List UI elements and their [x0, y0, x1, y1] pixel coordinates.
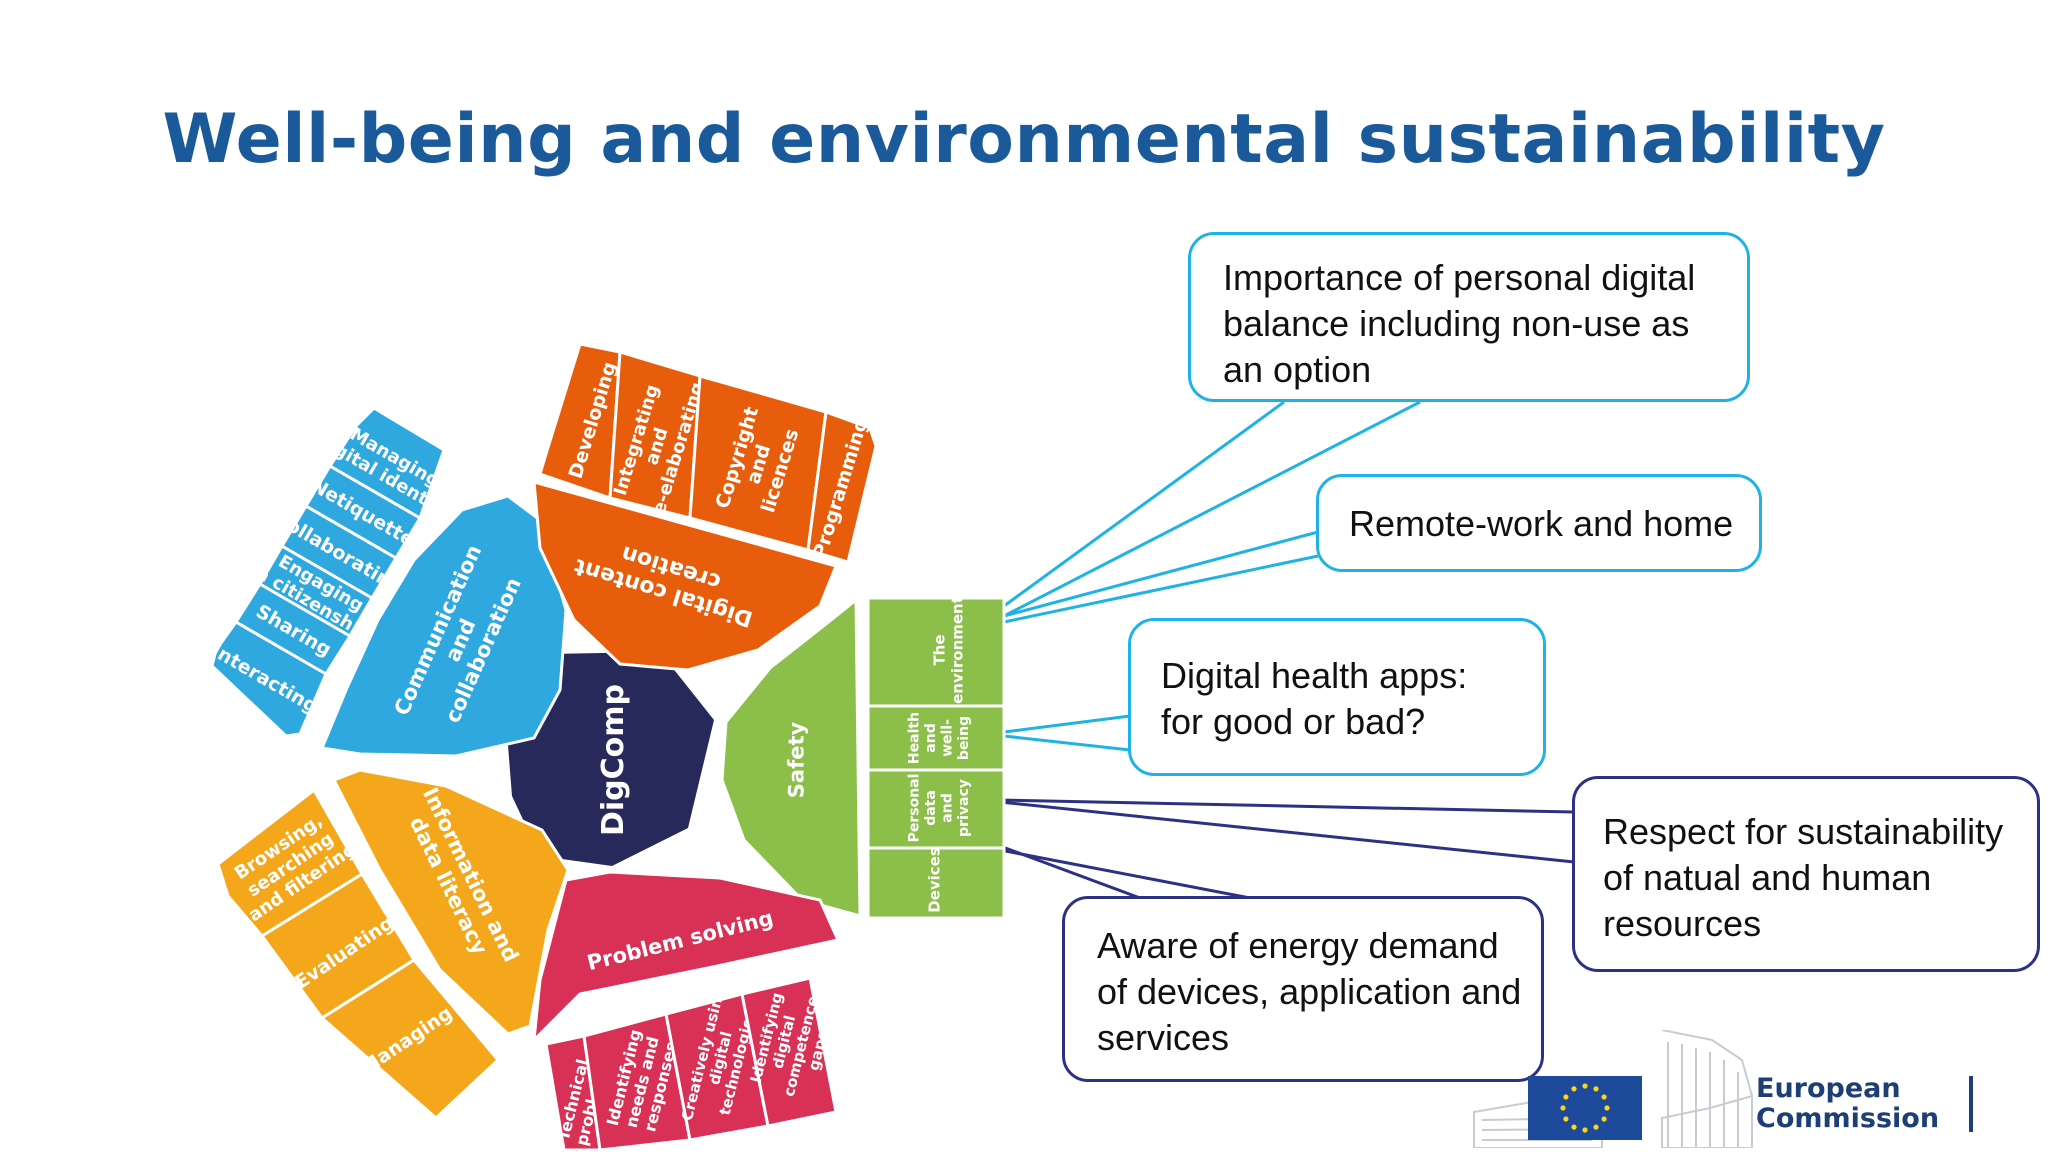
connector-line	[999, 848, 1251, 900]
area-shape-information-and-data-literacy	[331, 768, 570, 1036]
connector-line	[999, 798, 1575, 814]
eu-star-icon	[1582, 1127, 1588, 1133]
callout-health-apps-text: Digital health apps: for good or bad?	[1161, 655, 1468, 742]
area-safety: TheenvironmentHealthandwell-beingPersona…	[720, 596, 1006, 920]
callout-sustainability-text: Respect for sustainability of natual and…	[1603, 811, 2004, 944]
competence-programming	[806, 410, 878, 564]
eu-star-icon	[1563, 1116, 1569, 1122]
area-information-and-data-literacy: Browsing,searchingand filteringEvaluatin…	[216, 768, 570, 1120]
eu-star-icon	[1604, 1105, 1610, 1111]
eu-star-icon	[1593, 1124, 1599, 1130]
callout-health-apps: Digital health apps: for good or bad?	[1128, 618, 1546, 776]
connector-line	[1003, 400, 1421, 618]
eu-star-icon	[1571, 1086, 1577, 1092]
connector-line	[1003, 734, 1131, 752]
competence-label-health-and-well-being: Healthandwell-being	[906, 712, 972, 764]
area-label-safety: Safety	[785, 721, 809, 798]
callout-energy-demand-text: Aware of energy demand of devices, appli…	[1097, 925, 1522, 1058]
competence-devices	[866, 846, 1006, 920]
area-shape-problem-solving	[532, 870, 841, 1045]
area-shape-safety	[720, 596, 862, 918]
callout-sustainability: Respect for sustainability of natual and…	[1572, 776, 2040, 972]
callout-energy-demand: Aware of energy demand of devices, appli…	[1062, 896, 1544, 1082]
competence-managing-digital-identity	[328, 406, 446, 520]
eu-star-icon	[1571, 1124, 1577, 1130]
ec-wordmark: European Commission	[1756, 1074, 1939, 1134]
competence-developing	[538, 342, 622, 500]
connector-lines	[999, 400, 1575, 900]
connector-line	[999, 800, 1575, 864]
competence-label-personal-data-and-privacy: Personaldataandprivacy	[906, 774, 972, 843]
eu-star-icon	[1601, 1116, 1607, 1122]
european-commission-logo	[1473, 1030, 1753, 1148]
ec-wordmark-line2: Commission	[1756, 1103, 1940, 1134]
ec-divider-bar	[1969, 1076, 1973, 1132]
area-shape-communication-and-collaboration	[319, 494, 568, 758]
ec-wordmark-line1: European	[1756, 1073, 1901, 1104]
digcomp-center	[506, 652, 714, 866]
connector-line	[1003, 714, 1131, 734]
callout-remote-work-text: Remote-work and home	[1349, 503, 1734, 544]
competence-identifying-digital-competence-gaps	[740, 976, 838, 1128]
callout-remote-work: Remote-work and home	[1316, 474, 1762, 572]
eu-star-icon	[1563, 1094, 1569, 1100]
eu-star-icon	[1593, 1086, 1599, 1092]
competence-label-the-environment: Theenvironment	[931, 596, 967, 704]
eu-star-icon	[1560, 1105, 1566, 1111]
area-shape-digital-content-creation	[532, 479, 839, 672]
callout-digital-balance: Importance of personal digital balance i…	[1188, 232, 1750, 402]
connector-line	[1003, 554, 1319, 624]
callout-digital-balance-text: Importance of personal digital balance i…	[1223, 257, 1696, 390]
connector-line	[1003, 530, 1319, 618]
digcomp-center-label: DigComp	[596, 684, 631, 836]
competence-managing	[320, 958, 500, 1120]
eu-star-icon	[1601, 1094, 1607, 1100]
eu-star-icon	[1582, 1083, 1588, 1089]
competence-label-devices: Devices	[925, 847, 943, 913]
connector-line	[1003, 400, 1285, 608]
page-title: Well-being and environmental sustainabil…	[162, 100, 1886, 179]
